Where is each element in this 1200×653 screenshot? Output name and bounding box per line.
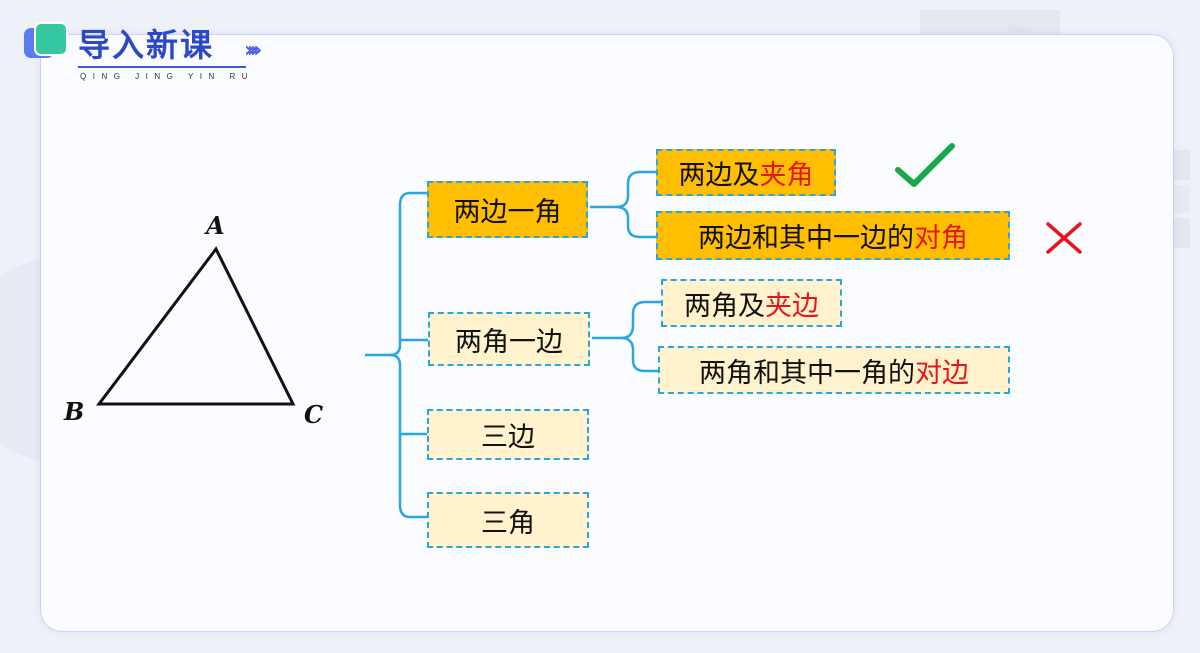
case-highlight: 对角	[914, 223, 968, 254]
vertex-label-a: A	[206, 211, 225, 240]
branch-label: 两角一边	[455, 326, 563, 358]
cross-icon	[1046, 222, 1082, 254]
branch-three-sides: 三边	[427, 409, 589, 460]
case-text: 两角及	[684, 290, 765, 322]
title-underline	[78, 66, 246, 68]
branch-label: 两边一角	[453, 197, 562, 228]
logo-icon-front	[34, 22, 68, 56]
lesson-header: 导入新课 QING JING YIN RU ››››	[24, 18, 324, 88]
branch-two-angles-one-side: 两角一边	[428, 312, 590, 366]
sub-brace-1	[590, 170, 657, 239]
vertex-label-c: C	[304, 400, 324, 429]
vertex-label-b: B	[64, 397, 85, 426]
case-text: 两角和其中一角的	[699, 357, 915, 389]
main-brace	[365, 191, 428, 519]
sub-brace-2	[592, 300, 662, 373]
case-highlight: 夹角	[759, 160, 814, 191]
case-two-angles-included-side: 两角及夹边	[661, 279, 842, 327]
case-two-sides-included-angle: 两边及夹角	[656, 149, 836, 196]
content-card	[40, 34, 1174, 632]
branch-three-angles: 三角	[427, 492, 589, 548]
branch-two-sides-one-angle: 两边一角	[427, 181, 588, 238]
triangle-abc	[95, 246, 296, 406]
branch-label: 三角	[481, 507, 535, 539]
pinyin-subtitle: QING JING YIN RU	[80, 72, 255, 81]
case-highlight: 对边	[915, 357, 969, 389]
branch-label: 三边	[481, 422, 535, 453]
case-text: 两边及	[678, 160, 760, 191]
case-two-angles-opposite-side: 两角和其中一角的对边	[658, 346, 1010, 394]
case-two-sides-opposite-angle: 两边和其中一边的对角	[656, 211, 1010, 260]
page-title: 导入新课	[78, 26, 215, 64]
check-icon	[895, 143, 955, 187]
case-highlight: 夹边	[765, 290, 819, 322]
case-text: 两边和其中一边的	[698, 223, 914, 254]
